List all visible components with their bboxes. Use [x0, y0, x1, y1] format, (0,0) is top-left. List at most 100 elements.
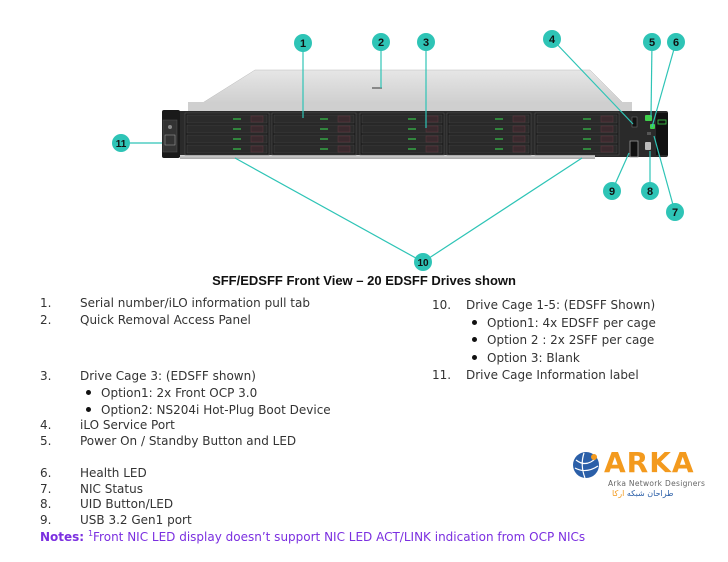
drive-release-latch [512, 115, 526, 123]
notes-label: Notes: [40, 530, 85, 544]
drive-release-latch [337, 115, 351, 123]
usb-port [629, 140, 639, 158]
callout-marker [643, 33, 661, 51]
drive-release-latch [425, 135, 439, 143]
list-number: 3. [40, 369, 52, 383]
callout-marker [112, 134, 130, 152]
callout-marker [414, 253, 432, 271]
callout-number: 10 [417, 258, 429, 269]
edsff-drive [448, 134, 530, 144]
serial-pull-tab [656, 113, 668, 155]
list-text: iLO Service Port [80, 418, 175, 432]
callout-leader-line [650, 41, 653, 118]
callout-number: 7 [672, 207, 678, 219]
list-option: Option1: 2x Front OCP 3.0 [86, 386, 257, 400]
list-text: Health LED [80, 466, 147, 480]
callout-number: 6 [673, 37, 679, 49]
list-text: Serial number/iLO information pull tab [80, 296, 310, 310]
callout-leader-line [551, 38, 634, 125]
callout-number: 1 [300, 38, 306, 50]
quick-removal-latch [372, 87, 382, 89]
callout-marker [666, 203, 684, 221]
bullet-icon [472, 337, 477, 342]
edsff-drive [186, 124, 268, 134]
logo-tagline: Arka Network Designers [608, 479, 706, 488]
callout-marker [543, 30, 561, 48]
drive-release-latch [512, 125, 526, 133]
drive-release-latch [425, 125, 439, 133]
list-text: UID Button/LED [80, 497, 174, 511]
drive-release-latch [600, 125, 614, 133]
list-text: Drive Cage Information label [466, 368, 639, 382]
callout-marker [641, 182, 659, 200]
footnote-marker: 1 [87, 529, 94, 538]
logo-persian-tagline: طراحان شبکه ارکا [612, 489, 674, 498]
callout-leader-line [651, 41, 677, 128]
callout-leader-line [422, 157, 583, 263]
edsff-drive [361, 134, 443, 144]
drive-release-latch [600, 145, 614, 153]
edsff-drive [186, 144, 268, 154]
edsff-drive [448, 114, 530, 124]
list-option: Option 3: Blank [472, 351, 580, 365]
callout-leader-line [234, 157, 424, 263]
callout-number: 3 [423, 37, 429, 49]
bullet-icon [472, 320, 477, 325]
edsff-drive [186, 114, 268, 124]
drive-release-latch [600, 135, 614, 143]
notes: Notes: 1Front NIC LED display doesn’t su… [40, 529, 585, 544]
edsff-drive [536, 124, 618, 134]
uid-button [645, 142, 651, 150]
list-option: Option1: 4x EDSFF per cage [472, 316, 656, 330]
drive-release-latch [600, 115, 614, 123]
list-number: 8. [40, 497, 52, 511]
edsff-drive [273, 134, 355, 144]
drive-cage-info-label [162, 119, 178, 153]
drive-release-latch [250, 115, 264, 123]
list-number: 4. [40, 418, 52, 432]
callout-marker [294, 34, 312, 52]
edsff-drive [273, 124, 355, 134]
list-number: 9. [40, 513, 52, 527]
callout-number: 2 [378, 37, 384, 49]
edsff-drive [448, 124, 530, 134]
edsff-drive [536, 144, 618, 154]
edsff-drive [448, 144, 530, 154]
drive-release-latch [250, 145, 264, 153]
bullet-icon [86, 407, 91, 412]
callout-number: 8 [647, 186, 653, 198]
figure-caption: SFF/EDSFF Front View – 20 EDSFF Drives s… [212, 273, 516, 288]
bullet-icon [86, 390, 91, 395]
list-text: Power On / Standby Button and LED [80, 434, 297, 448]
component-list-left: 1. Serial number/iLO information pull ta… [40, 296, 331, 527]
list-number: 7. [40, 482, 52, 496]
globe-icon [573, 452, 599, 479]
arka-logo: ARKA Arka Network Designers طراحان شبکه … [572, 446, 722, 498]
drive-release-latch [425, 145, 439, 153]
edsff-drive [536, 134, 618, 144]
list-text: NIC Status [80, 482, 143, 496]
edsff-drive [361, 114, 443, 124]
list-number: 2. [40, 313, 52, 327]
drive-release-latch [250, 125, 264, 133]
drive-release-latch [512, 135, 526, 143]
list-option: Option2: NS204i Hot-Plug Boot Device [86, 403, 331, 417]
callout-marker [372, 33, 390, 51]
list-number: 5. [40, 434, 52, 448]
list-number: 11. [432, 368, 452, 382]
list-number: 10. [432, 298, 452, 312]
edsff-drive [361, 144, 443, 154]
callout-leader-line [653, 135, 676, 213]
drive-cages [184, 112, 620, 156]
nic-status-led [647, 132, 651, 135]
list-number: 6. [40, 466, 52, 480]
drive-release-latch [250, 135, 264, 143]
list-text: Drive Cage 3: (EDSFF shown) [80, 369, 256, 383]
drive-release-latch [337, 125, 351, 133]
callout-number: 5 [649, 37, 655, 49]
callout-number: 9 [609, 186, 615, 198]
edsff-drive [186, 134, 268, 144]
power-button-led [645, 115, 652, 121]
